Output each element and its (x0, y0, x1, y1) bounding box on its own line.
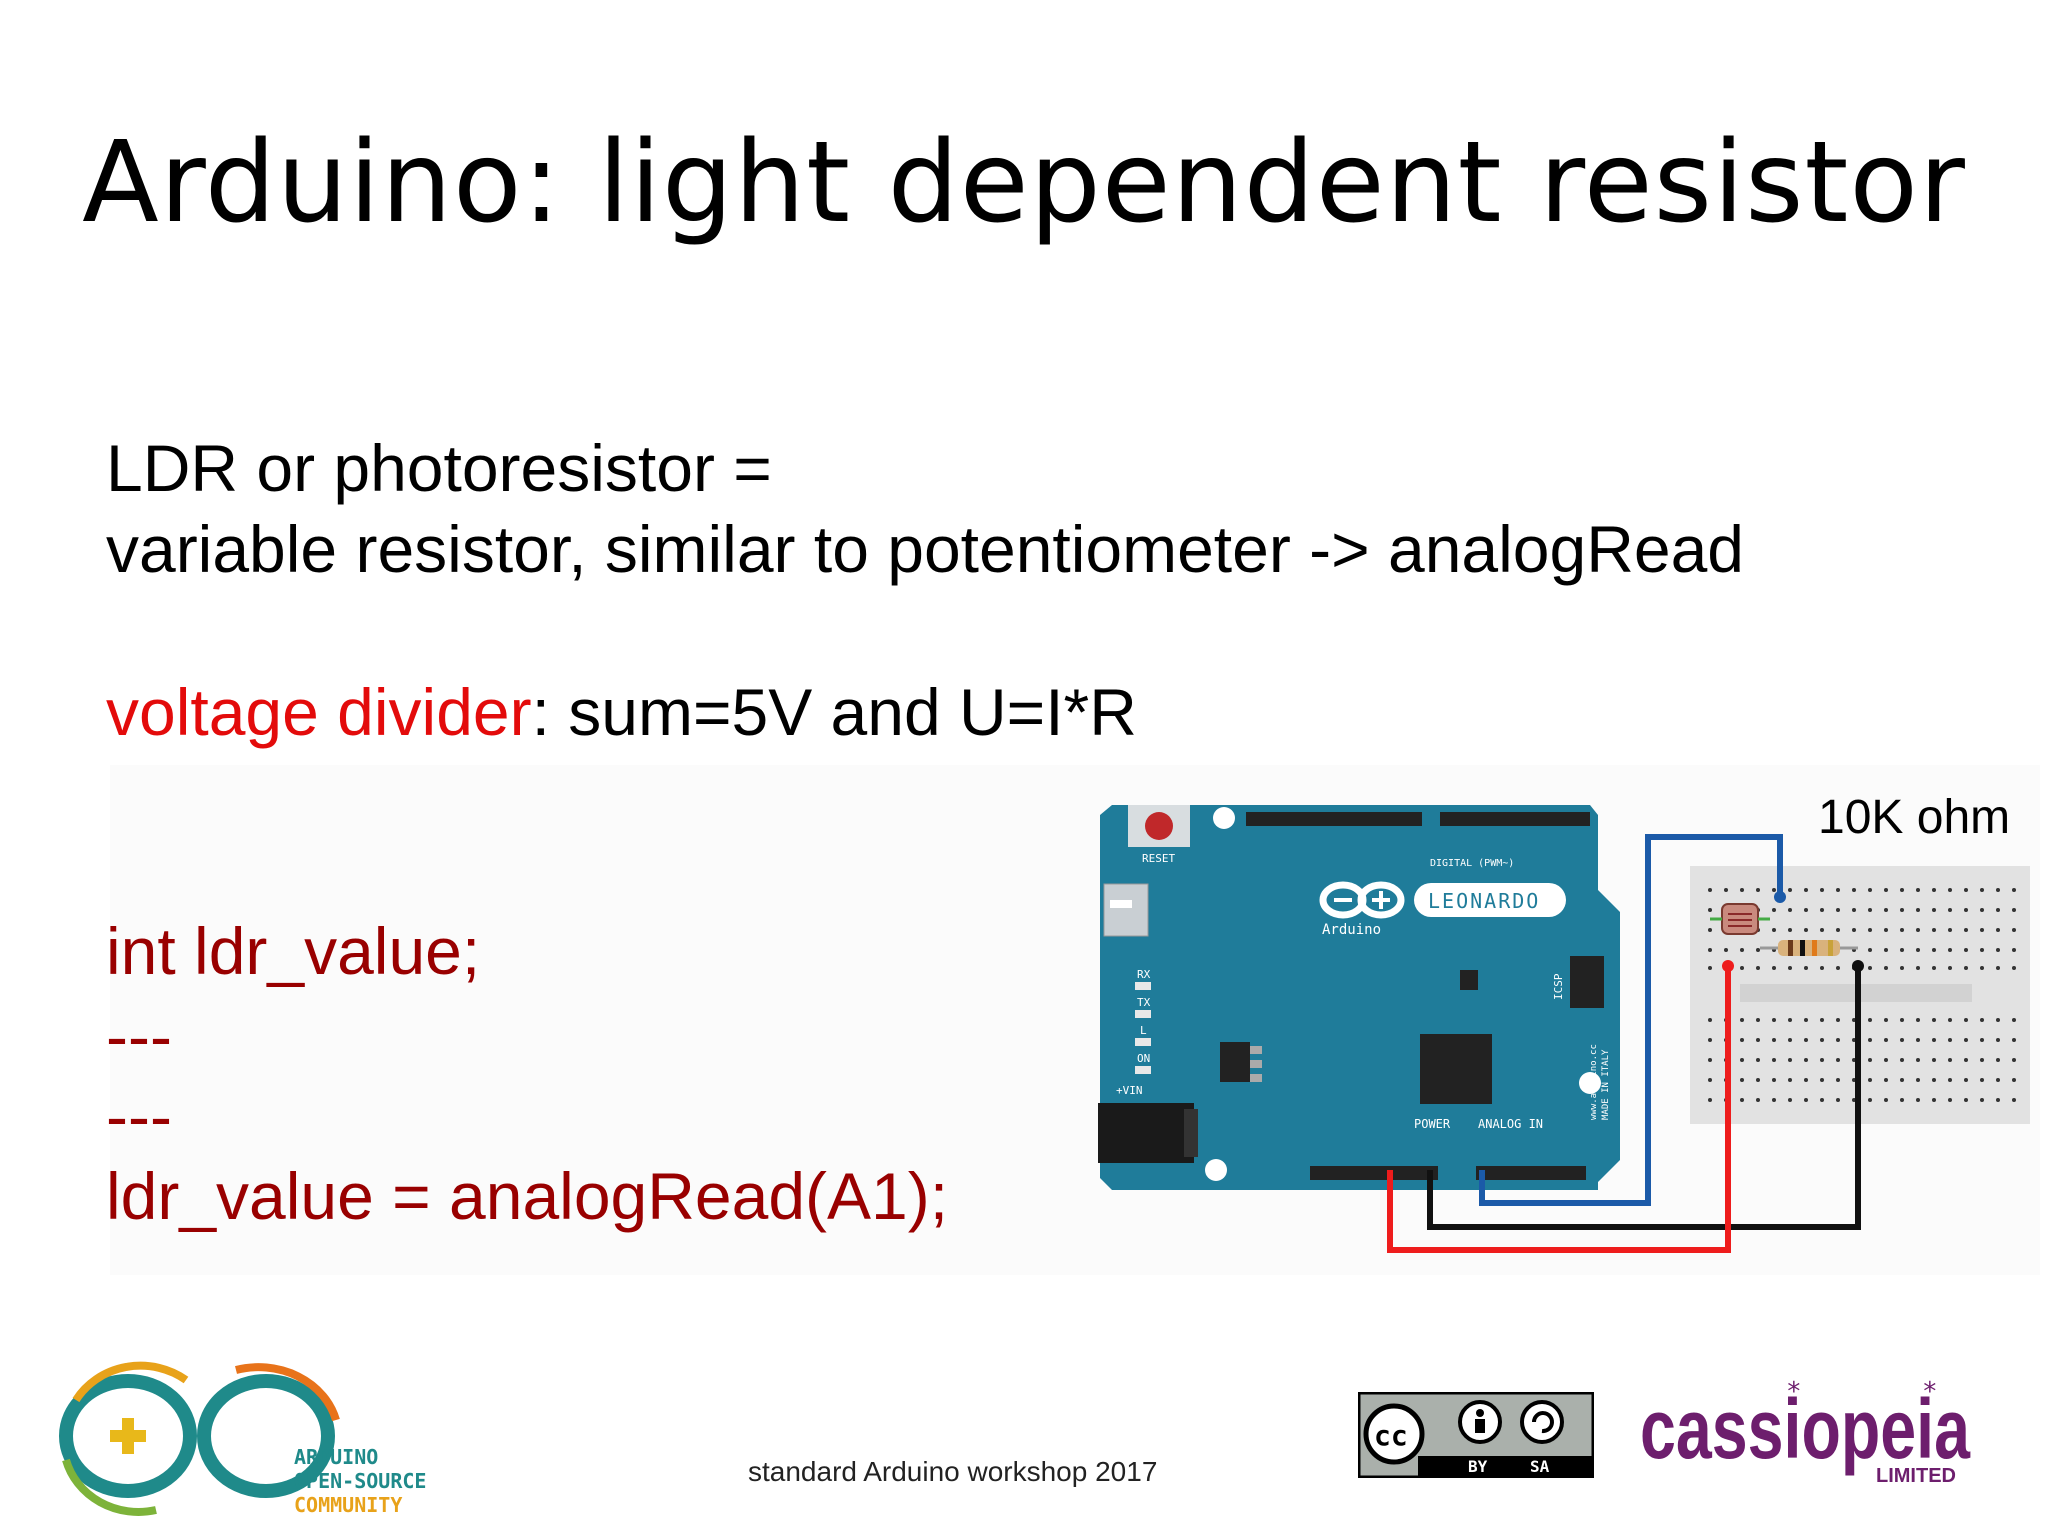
footer-workshop-text: standard Arduino workshop 2017 (748, 1456, 1158, 1487)
resistor-value-label: 10K ohm (1818, 791, 2011, 844)
community-logo-line3: COMMUNITY (294, 1493, 402, 1517)
community-logo-line1: ARDUINO (294, 1445, 378, 1469)
cc-icon (1363, 1403, 1425, 1465)
cc-sa-label: SA (1530, 1457, 1550, 1476)
svg-text:*: * (1922, 1377, 1938, 1407)
slide-title: Arduino: light dependent resistor (82, 118, 1966, 248)
code-line-2: --- (106, 999, 172, 1073)
svg-text:cc: cc (1374, 1419, 1408, 1452)
creative-commons-badge: cc BY SA (1358, 1392, 1594, 1478)
code-line-3: --- (106, 1079, 172, 1153)
cc-by-label: BY (1468, 1457, 1488, 1476)
ldr-definition-line2: variable resistor, similar to potentiome… (106, 512, 1744, 586)
community-logo-line2: OPEN-SOURCE (294, 1469, 426, 1493)
cassiopeia-logo: cassiopeia * * LIMITED (1640, 1377, 1971, 1487)
company-name: cassiopeia (1640, 1382, 1971, 1476)
svg-text:*: * (1786, 1377, 1802, 1407)
voltage-divider-line: voltage divider: sum=5V and U=I*R (106, 671, 1137, 753)
voltage-divider-formula: : sum=5V and U=I*R (531, 675, 1137, 749)
voltage-divider-term: voltage divider (106, 675, 532, 749)
share-alike-icon (1520, 1400, 1564, 1444)
code-line-1: int ldr_value; (106, 914, 481, 988)
company-subtitle: LIMITED (1876, 1465, 1956, 1487)
code-line-4: ldr_value = analogRead(A1); (106, 1159, 949, 1233)
arduino-community-logo: ARDUINO OPEN-SOURCE COMMUNITY (59, 1361, 426, 1517)
ldr-definition-line1: LDR or photoresistor = (106, 431, 772, 505)
